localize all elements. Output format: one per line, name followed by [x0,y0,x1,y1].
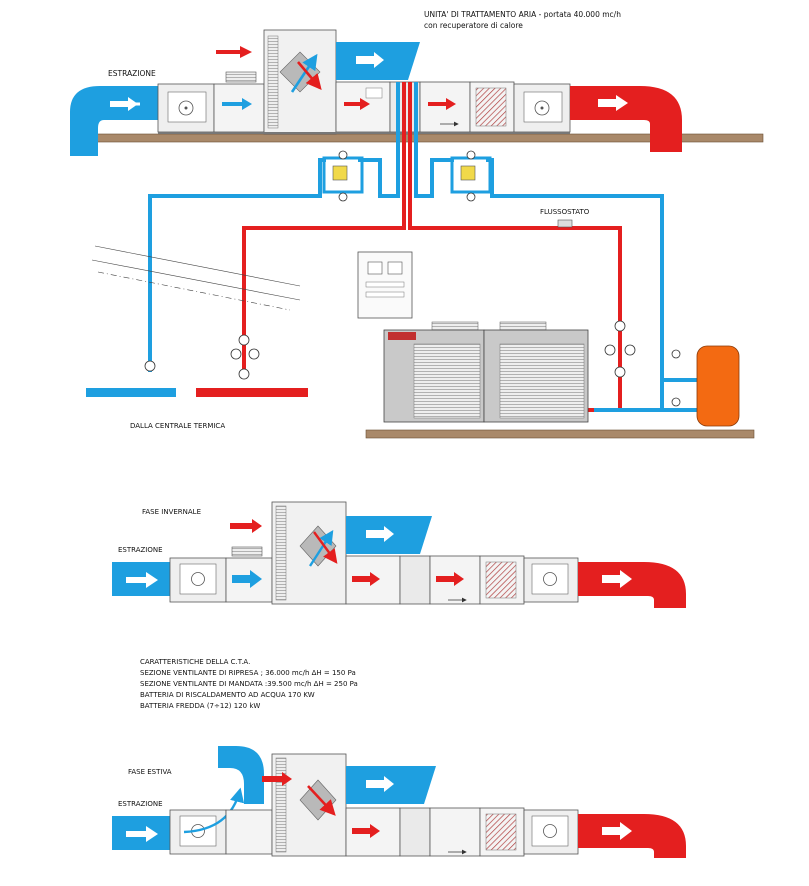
valve-icon [338,192,348,202]
hot-header-pipe [196,388,308,397]
fan-icon [178,100,194,116]
fan-icon [543,824,557,838]
top-air-handling-unit [70,29,764,156]
label-fase-estiva: FASE ESTIVA [128,768,172,776]
specs-line-1: SEZIONE VENTILANTE DI RIPRESA ; 36.000 m… [140,669,356,677]
fresh-air-arrow-icon [216,46,252,58]
valve-icon [604,344,616,356]
airflow-arrow-icon [222,98,252,110]
winter-supply-duct [578,562,686,608]
cooling-coil-section [419,81,471,133]
valve-group-left [322,150,364,202]
label-estrazione-summer: ESTRAZIONE [118,800,163,808]
mixing-section [213,83,265,133]
valve-icon [338,150,348,160]
valve-icon [624,344,636,356]
specs-line-0: CARATTERISTICHE DELLA C.T.A. [140,658,250,666]
specs-line-2: SEZIONE VENTILANTE DI MANDATA :39.500 mc… [140,680,358,688]
extraction-duct-left [70,86,158,156]
chiller-floor-slab [365,429,755,439]
piping-network [148,82,702,412]
flow-switch-icon [557,219,573,228]
label-flussostato: FLUSSOSTATO [540,208,590,216]
valve-icon [230,348,242,360]
top-damper [225,71,257,83]
label-estrazione-winter: ESTRAZIONE [118,546,163,554]
cold-header-pipe [86,388,176,397]
label-fase-invernale: FASE INVERNALE [142,508,201,516]
label-estrazione-top: ESTRAZIONE [108,69,156,78]
valve-icon [466,150,476,160]
chiller-units [383,321,589,423]
summer-air-handling-unit [112,746,686,858]
valve-icon [614,366,626,378]
section-break-lines [91,245,301,311]
fan-icon [191,572,205,586]
valve-icon [466,192,476,202]
valve-icon [144,360,156,372]
extraction-arrow-icon [110,97,138,111]
valve-icon [248,348,260,360]
valve-icon [671,397,681,407]
label-centrale-termica: DALLA CENTRALE TERMICA [130,422,225,430]
valve-group-right [450,150,492,202]
pump-icon [460,165,476,181]
fan-icon [543,572,557,586]
valve-icon [614,320,626,332]
pump-icon [332,165,348,181]
valve-icon [238,334,250,346]
summer-bypass-duct [218,746,264,804]
valve-icon [671,349,681,359]
specs-block: CARATTERISTICHE DELLA C.T.A. SEZIONE VEN… [140,658,358,710]
valve-icon [238,368,250,380]
droplet-separator [475,87,507,127]
title-line-1: UNITA' DI TRATTAMENTO ARIA - portata 40.… [424,10,621,19]
expansion-tank [696,345,740,427]
supply-arrow-icon [598,95,628,111]
specs-line-3: BATTERIA DI RISCALDAMENTO AD ACQUA 170 K… [140,691,315,699]
title-line-2: con recuperatore di calore [424,21,523,30]
winter-air-handling-unit [112,501,686,608]
fan-icon [534,100,550,116]
specs-line-4: BATTERIA FREDDA (7÷12) 120 kW [140,702,260,710]
